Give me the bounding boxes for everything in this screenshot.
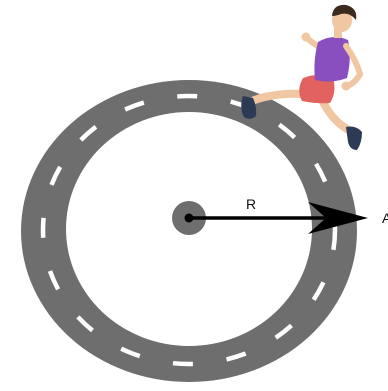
runner-front-hand [342,82,351,91]
runner-front-shoe [346,127,362,150]
point-a-label: A [382,210,388,226]
radius-label: R [246,196,256,212]
runner-back-hand [302,33,311,42]
